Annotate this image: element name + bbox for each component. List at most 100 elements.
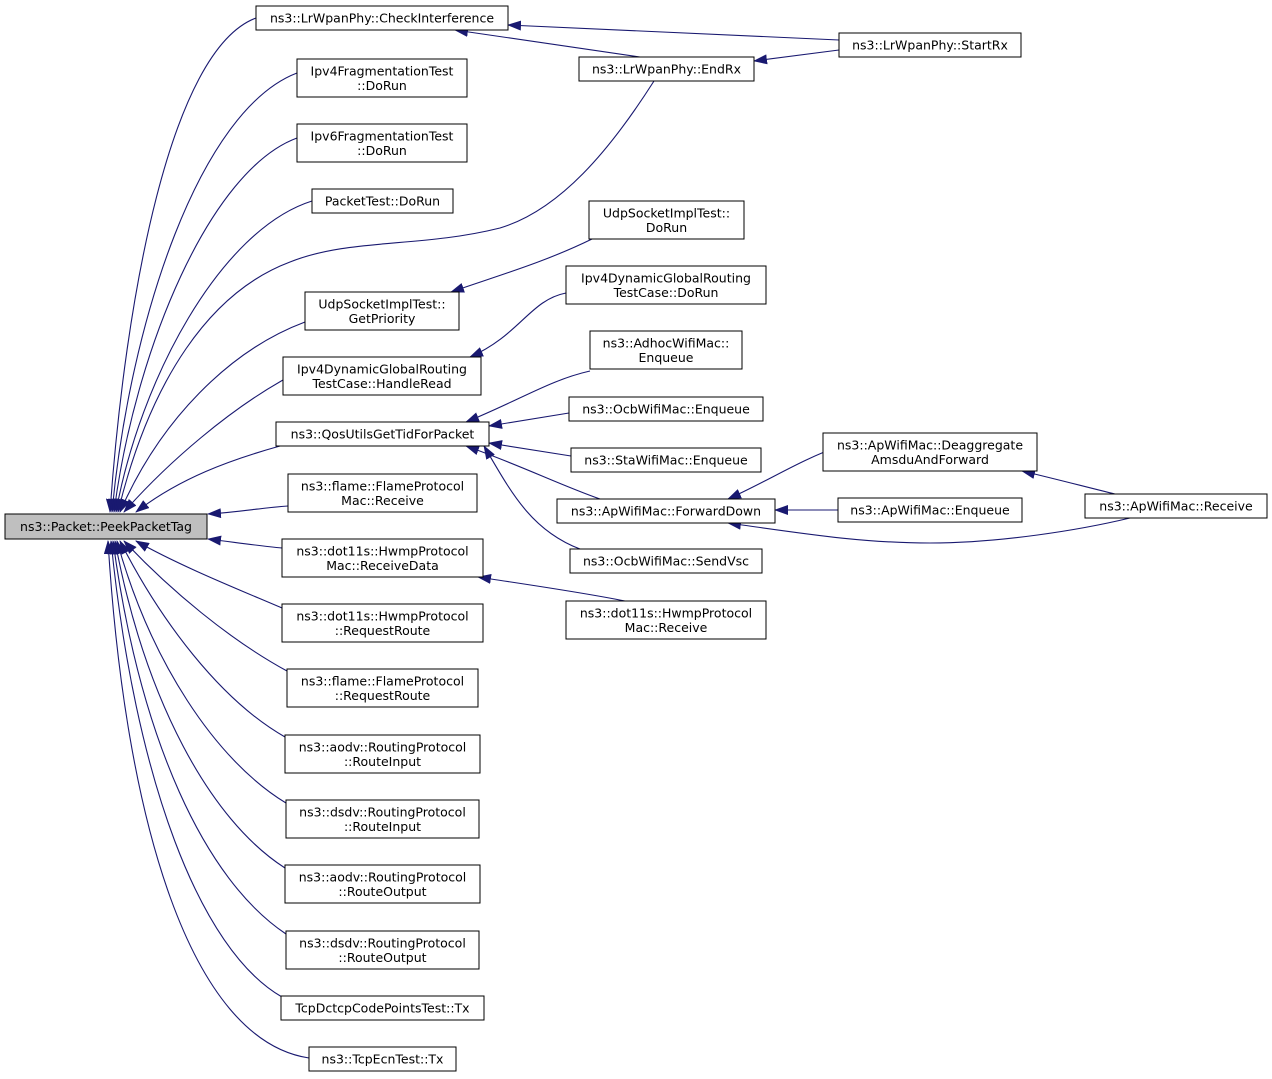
node-n10[interactable]: ns3::dot11s::HwmpProtocol::RequestRoute: [281, 603, 484, 643]
node-n4[interactable]: PacketTest::DoRun: [311, 188, 454, 214]
node-n13[interactable]: ns3::dsdv::RoutingProtocol::RouteInput: [285, 799, 480, 839]
node-n18[interactable]: ns3::LrWpanPhy::EndRx: [578, 56, 755, 82]
node-n12[interactable]: ns3::aodv::RoutingProtocol::RouteInput: [284, 734, 481, 774]
node-n11[interactable]: ns3::flame::FlameProtocol::RequestRoute: [286, 668, 479, 708]
node-box[interactable]: [570, 447, 762, 473]
node-n5[interactable]: UdpSocketImplTest::GetPriority: [304, 291, 460, 331]
node-box[interactable]: [565, 600, 767, 640]
node-label-line: UdpSocketImplTest::: [318, 296, 445, 311]
node-box[interactable]: [578, 56, 755, 82]
node-label-line: ::RequestRoute: [335, 688, 431, 703]
node-box[interactable]: [281, 603, 484, 643]
node-label-line: ns3::QosUtilsGetTidForPacket: [291, 427, 475, 442]
node-box[interactable]: [282, 356, 482, 396]
node-label-line: ns3::StaWifiMac::Enqueue: [584, 453, 748, 468]
node-label-line: TcpDctcpCodePointsTest::Tx: [294, 1001, 469, 1016]
node-label-line: GetPriority: [349, 311, 416, 326]
node-label-line: Ipv4DynamicGlobalRouting: [581, 270, 751, 285]
node-n2[interactable]: Ipv4FragmentationTest::DoRun: [296, 58, 468, 98]
node-n17[interactable]: ns3::TcpEcnTest::Tx: [308, 1046, 457, 1072]
node-n15[interactable]: ns3::dsdv::RoutingProtocol::RouteOutput: [285, 930, 480, 970]
node-box[interactable]: [4, 513, 208, 540]
node-box[interactable]: [311, 188, 454, 214]
edge-line: [116, 80, 655, 513]
edge-n18-n1: [454, 26, 641, 58]
node-label-line: ns3::ApWifiMac::Receive: [1099, 499, 1253, 514]
node-n3[interactable]: Ipv6FragmentationTest::DoRun: [296, 123, 468, 163]
node-n25[interactable]: ns3::OcbWifiMac::SendVsc: [569, 548, 763, 574]
node-box[interactable]: [286, 668, 479, 708]
node-box[interactable]: [568, 396, 764, 422]
edge-line: [753, 49, 840, 65]
node-box[interactable]: [275, 421, 490, 447]
edge-n4-n0: [113, 200, 313, 513]
node-box[interactable]: [308, 1046, 457, 1072]
node-box[interactable]: [280, 995, 485, 1021]
node-box[interactable]: [838, 32, 1022, 58]
node-n24[interactable]: ns3::ApWifiMac::ForwardDown: [556, 498, 776, 524]
node-n9[interactable]: ns3::dot11s::HwmpProtocolMac::ReceiveDat…: [281, 538, 484, 578]
node-n0[interactable]: ns3::Packet::PeekPacketTag: [4, 513, 208, 540]
node-label-line: ns3::TcpEcnTest::Tx: [322, 1052, 444, 1067]
node-box[interactable]: [284, 864, 481, 904]
node-n27[interactable]: ns3::LrWpanPhy::StartRx: [838, 32, 1022, 58]
node-box[interactable]: [296, 123, 468, 163]
node-n23[interactable]: ns3::StaWifiMac::Enqueue: [570, 447, 762, 473]
node-label-line: ns3::LrWpanPhy::CheckInterference: [270, 11, 494, 26]
node-box[interactable]: [1084, 493, 1268, 519]
node-n30[interactable]: ns3::ApWifiMac::Receive: [1084, 493, 1268, 519]
node-label-line: ::DoRun: [357, 78, 407, 93]
edge-n25-n7: [483, 445, 581, 550]
node-layer: ns3::Packet::PeekPacketTag ns3::LrWpanPhy…: [4, 5, 1268, 1072]
node-label-line: PacketTest::DoRun: [325, 194, 440, 209]
edge-line: [454, 26, 641, 58]
node-label-line: Enqueue: [639, 350, 694, 365]
node-n16[interactable]: TcpDctcpCodePointsTest::Tx: [280, 995, 485, 1021]
edge-line: [207, 535, 283, 549]
node-box[interactable]: [285, 930, 480, 970]
node-label-line: ns3::OcbWifiMac::Enqueue: [582, 402, 750, 417]
node-n21[interactable]: ns3::AdhocWifiMac::Enqueue: [589, 330, 743, 370]
edge-n18-n0: [116, 80, 655, 513]
node-box[interactable]: [556, 498, 776, 524]
node-box[interactable]: [296, 58, 468, 98]
node-label-line: ::RouteInput: [344, 754, 421, 769]
node-box[interactable]: [822, 432, 1038, 472]
node-label-line: ns3::aodv::RoutingProtocol: [299, 739, 467, 754]
node-n6[interactable]: Ipv4DynamicGlobalRoutingTestCase::Handle…: [282, 356, 482, 396]
node-box[interactable]: [287, 473, 478, 513]
node-box[interactable]: [304, 291, 460, 331]
node-n22[interactable]: ns3::OcbWifiMac::Enqueue: [568, 396, 764, 422]
node-box[interactable]: [588, 200, 745, 240]
node-label-line: TestCase::DoRun: [613, 285, 719, 300]
node-box[interactable]: [589, 330, 743, 370]
node-box[interactable]: [837, 497, 1023, 523]
node-n1[interactable]: ns3::LrWpanPhy::CheckInterference: [255, 5, 509, 31]
edge-n30-n24: [727, 517, 1131, 544]
node-label-line: Ipv4FragmentationTest: [311, 63, 454, 78]
node-label-line: ::RouteInput: [344, 819, 421, 834]
node-n29[interactable]: ns3::ApWifiMac::Enqueue: [837, 497, 1023, 523]
edge-n6-n0: [123, 379, 284, 513]
node-n28[interactable]: ns3::ApWifiMac::DeaggregateAmsduAndForwa…: [822, 432, 1038, 472]
node-label-line: ns3::flame::FlameProtocol: [301, 478, 464, 493]
node-box[interactable]: [284, 734, 481, 774]
node-box[interactable]: [255, 5, 509, 31]
node-box[interactable]: [565, 265, 767, 305]
edge-n17-n0: [103, 540, 310, 1059]
node-n19[interactable]: UdpSocketImplTest::DoRun: [588, 200, 745, 240]
edge-line: [1021, 469, 1116, 495]
node-label-line: ns3::ApWifiMac::Enqueue: [850, 503, 1010, 518]
node-label-line: ns3::dot11s::HwmpProtocol: [296, 608, 468, 623]
node-n7[interactable]: ns3::QosUtilsGetTidForPacket: [275, 421, 490, 447]
node-box[interactable]: [285, 799, 480, 839]
node-n14[interactable]: ns3::aodv::RoutingProtocol::RouteOutput: [284, 864, 481, 904]
node-box[interactable]: [281, 538, 484, 578]
edge-line: [109, 540, 287, 935]
node-label-line: ns3::flame::FlameProtocol: [301, 673, 464, 688]
node-box[interactable]: [569, 548, 763, 574]
node-label-line: Ipv6FragmentationTest: [311, 128, 454, 143]
